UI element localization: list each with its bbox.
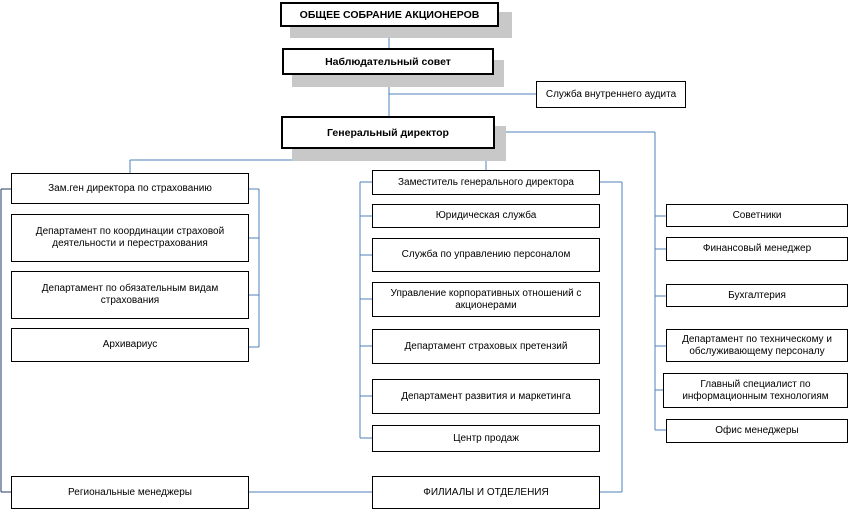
node-hr-service: Служба по управлению персоналом: [372, 238, 600, 272]
node-internal-audit: Служба внутреннего аудита: [536, 81, 686, 108]
node-development-dept: Департамент развития и маркетинга: [372, 379, 600, 414]
node-claims-dept: Департамент страховых претензий: [372, 329, 600, 364]
node-deputy-insurance: Зам.ген директора по страхованию: [11, 173, 249, 204]
node-archivist: Архивариус: [11, 328, 249, 362]
node-general-director: Генеральный директор: [281, 116, 495, 149]
node-regional-managers: Региональные менеджеры: [11, 476, 249, 509]
node-it-specialist: Главный специалист по информационным тех…: [663, 373, 848, 408]
node-dept-mandatory: Департамент по обязательным видам страхо…: [11, 271, 249, 319]
node-corporate-relations: Управление корпоративных отношений с акц…: [372, 282, 600, 317]
node-sales-center: Центр продаж: [372, 425, 600, 452]
node-dept-coordination: Департамент по координации страховой дея…: [11, 214, 249, 262]
node-branches: ФИЛИАЛЫ И ОТДЕЛЕНИЯ: [372, 476, 600, 509]
node-finance-manager: Финансовый менеджер: [666, 237, 848, 261]
node-legal-service: Юридическая служба: [372, 204, 600, 228]
node-office-managers: Офис менеджеры: [666, 419, 848, 443]
node-accounting: Бухгалтерия: [666, 284, 848, 307]
node-advisors: Советники: [666, 204, 848, 227]
node-supervisory-board: Наблюдательный совет: [282, 48, 494, 75]
node-technical-dept: Департамент по техническому и обслуживаю…: [666, 329, 848, 362]
node-deputy-general: Заместитель генерального директора: [372, 170, 600, 195]
node-shareholders-meeting: ОБЩЕЕ СОБРАНИЕ АКЦИОНЕРОВ: [280, 2, 499, 27]
